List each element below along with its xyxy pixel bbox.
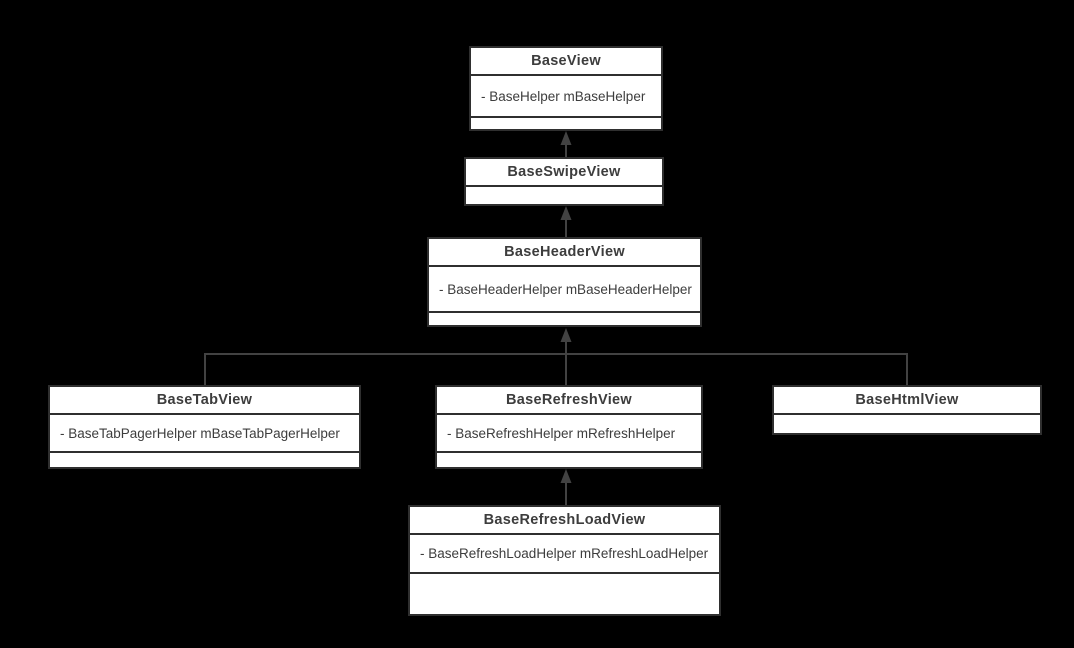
methods-compartment-empty <box>774 415 1040 433</box>
class-box-baserefreshloadview: BaseRefreshLoadView - BaseRefreshLoadHel… <box>408 505 721 616</box>
class-box-baseswipeview: BaseSwipeView <box>464 157 664 206</box>
inheritance-arrowhead-icon <box>560 469 572 483</box>
inheritance-arrowhead-icon <box>560 131 572 145</box>
methods-compartment-empty <box>410 574 719 614</box>
class-name: BaseSwipeView <box>466 159 662 187</box>
methods-compartment-empty <box>437 453 701 467</box>
class-name: BaseRefreshLoadView <box>410 507 719 535</box>
class-box-baserefreshview: BaseRefreshView - BaseRefreshHelper mRef… <box>435 385 703 469</box>
class-attribute: - BaseHelper mBaseHelper <box>471 76 661 118</box>
inheritance-arrow-baseheaderview-to-baseswipeview <box>560 206 572 237</box>
class-attribute: - BaseTabPagerHelper mBaseTabPagerHelper <box>50 415 359 453</box>
class-attribute: - BaseHeaderHelper mBaseHeaderHelper <box>429 267 700 313</box>
inheritance-arrow-children-to-baseheaderview <box>204 328 908 385</box>
class-attribute: - BaseRefreshHelper mRefreshHelper <box>437 415 701 453</box>
methods-compartment-empty <box>466 187 662 204</box>
class-name: BaseTabView <box>50 387 359 415</box>
class-box-baseview: BaseView - BaseHelper mBaseHelper <box>469 46 663 131</box>
class-name: BaseHeaderView <box>429 239 700 267</box>
inheritance-arrow-baseswipeview-to-baseview <box>560 131 572 157</box>
methods-compartment-empty <box>471 118 661 129</box>
class-attribute: - BaseRefreshLoadHelper mRefreshLoadHelp… <box>410 535 719 574</box>
class-name: BaseHtmlView <box>774 387 1040 415</box>
inheritance-arrowhead-icon <box>560 328 572 342</box>
class-name: BaseRefreshView <box>437 387 701 415</box>
class-box-basetabview: BaseTabView - BaseTabPagerHelper mBaseTa… <box>48 385 361 469</box>
methods-compartment-empty <box>429 313 700 325</box>
inheritance-arrow-baserefreshloadview-to-baserefreshview <box>560 469 572 505</box>
class-box-baseheaderview: BaseHeaderView - BaseHeaderHelper mBaseH… <box>427 237 702 327</box>
class-box-basehtmlview: BaseHtmlView <box>772 385 1042 435</box>
methods-compartment-empty <box>50 453 359 467</box>
inheritance-arrowhead-icon <box>560 206 572 220</box>
class-name: BaseView <box>471 48 661 76</box>
